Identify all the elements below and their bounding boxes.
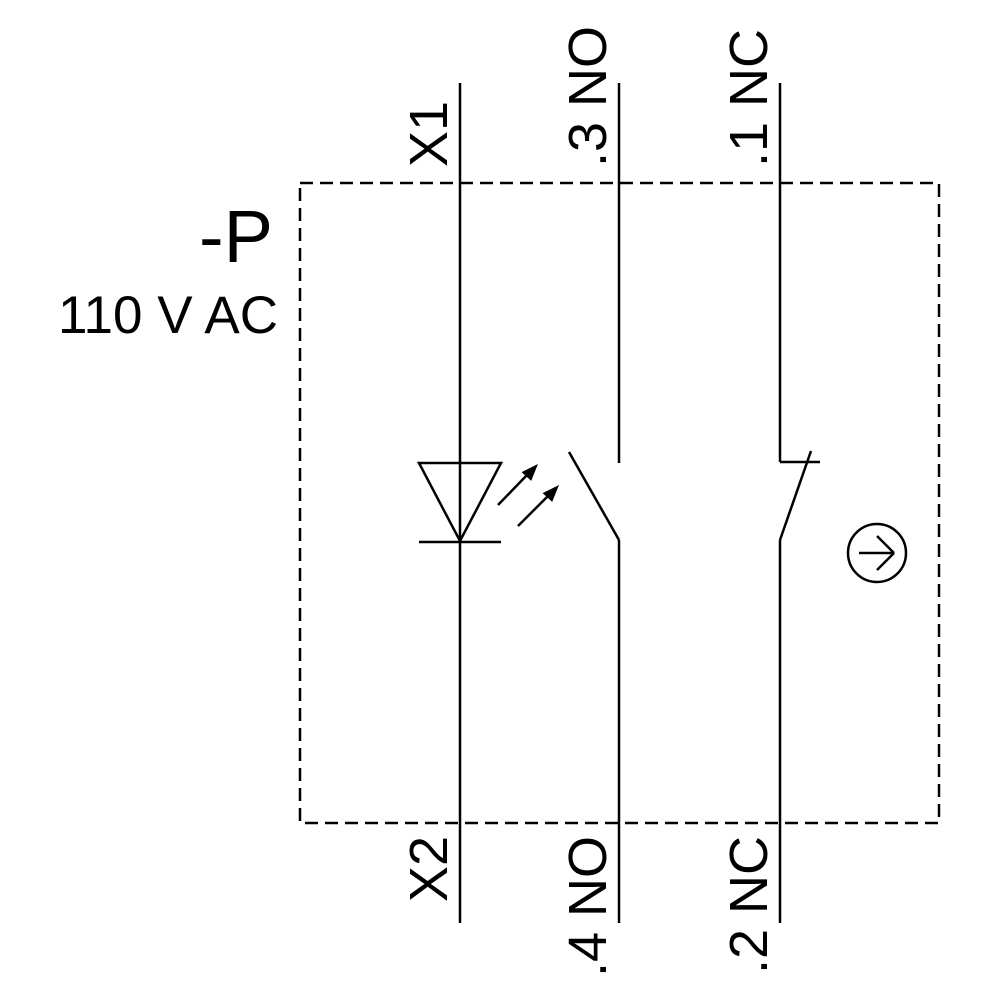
terminal-label-4no: .4 NO bbox=[558, 836, 618, 977]
light-arrow-head bbox=[542, 485, 559, 502]
light-arrow-head bbox=[521, 464, 538, 481]
actuator-icon bbox=[846, 522, 908, 584]
voltage-label: 110 V AC bbox=[58, 286, 278, 345]
terminal-label-3no: .3 NO bbox=[558, 26, 618, 167]
terminal-label-1nc: .1 NC bbox=[719, 29, 779, 167]
led-indicator-symbol bbox=[416, 461, 559, 544]
terminal-label-x1: X1 bbox=[399, 101, 459, 167]
right-arrow-head-upper bbox=[876, 535, 895, 554]
light-arrow-icon bbox=[497, 464, 538, 506]
device-tag-label: -P bbox=[199, 195, 273, 278]
no-contact-blade bbox=[567, 451, 621, 541]
light-arrow-shaft bbox=[497, 474, 528, 506]
light-arrow-shaft bbox=[517, 495, 549, 527]
nc-contact-blade bbox=[778, 450, 813, 541]
terminal-label-2nc: .2 NC bbox=[719, 836, 779, 974]
led-triangle bbox=[416, 461, 504, 544]
right-arrow-head-lower bbox=[876, 552, 895, 571]
light-arrow-icon bbox=[517, 485, 559, 527]
terminal-label-x2: X2 bbox=[399, 836, 459, 902]
actuator-circle bbox=[846, 522, 908, 584]
